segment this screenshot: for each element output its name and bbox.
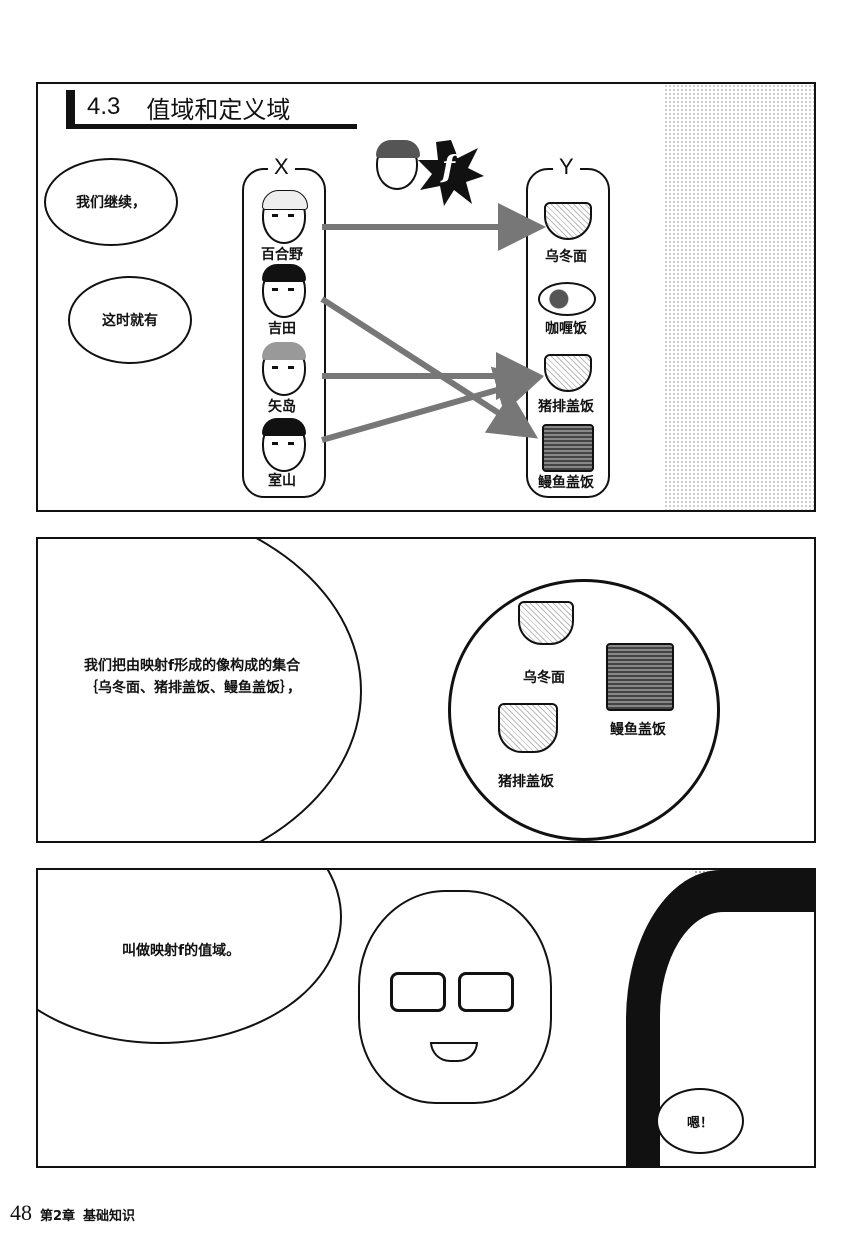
range-item: 鳗鱼盖饭 (610, 722, 666, 738)
domain-item: 百合野 (261, 247, 303, 263)
bubble-text: 嗯！ (686, 1115, 713, 1131)
chapter-title: 基础知识 (83, 1209, 136, 1224)
page-number: 48 (10, 1200, 32, 1225)
codomain-item: 鳗鱼盖饭 (538, 475, 594, 491)
face-yajima (262, 342, 306, 396)
section-title: 值域和定义域 (146, 96, 291, 124)
screentone (664, 84, 814, 510)
section-heading: 4.3 值域和定义域 (66, 90, 357, 129)
page-footer: 48 第2章 基础知识 (10, 1200, 135, 1226)
face-yurino (262, 190, 308, 244)
function-label: f (442, 150, 455, 185)
codomain-item: 猪排盖饭 (538, 399, 594, 415)
face-yoshida (262, 264, 306, 318)
domain-item: 矢岛 (268, 399, 296, 415)
narration-text: 我们把由映射f形成的像构成的集合｛乌冬面、猪排盖饭、鳗鱼盖饭｝， (84, 658, 301, 696)
panel-range-set: 我们把由映射f形成的像构成的集合｛乌冬面、猪排盖饭、鳗鱼盖饭｝， 乌冬面 鳗鱼盖… (36, 537, 816, 843)
mapping-arrows (320, 203, 546, 443)
curry-icon (538, 282, 596, 316)
set-y-label: Y (553, 154, 580, 180)
face-muroyama (262, 418, 306, 472)
range-item: 乌冬面 (523, 670, 565, 686)
function-burst-icon (418, 140, 484, 206)
domain-item: 吉田 (268, 321, 296, 337)
panel-mapping-diagram: 4.3 值域和定义域 我们继续， 这时就有 X Y f 百合野 吉田 矢岛 室山… (36, 82, 816, 512)
udon-icon (518, 601, 574, 645)
glasses-icon (458, 972, 514, 1012)
bubble-text: 我们继续， (76, 195, 146, 211)
codomain-item: 乌冬面 (545, 249, 587, 265)
chapter-number: 第2章 (40, 1209, 76, 1224)
glasses-icon (390, 972, 446, 1012)
domain-item: 室山 (268, 473, 296, 489)
katsudon-icon (544, 354, 592, 392)
section-number: 4.3 (87, 93, 121, 120)
speech-bubble: 这时就有 (68, 276, 192, 364)
speech-bubble: 嗯！ (656, 1088, 744, 1154)
katsudon-icon (498, 703, 558, 753)
codomain-item: 咖喱饭 (545, 321, 587, 337)
panel-range-definition: 叫做映射f的值域。 嗯！ (36, 868, 816, 1168)
set-x-label: X (268, 154, 295, 180)
range-set-circle (448, 579, 720, 841)
character-yurino (358, 890, 552, 1104)
unadon-icon (542, 424, 594, 472)
bubble-text: 这时就有 (102, 313, 158, 329)
smile (430, 1042, 478, 1062)
range-item: 猪排盖饭 (498, 774, 554, 790)
speech-bubble: 我们继续， (44, 158, 178, 246)
speech-bubble (38, 539, 362, 841)
arrow-muroyama-katsudon (321, 366, 544, 443)
unadon-icon (606, 643, 674, 711)
bubble-text: 叫做映射f的值域。 (122, 943, 241, 959)
function-character (376, 140, 420, 190)
